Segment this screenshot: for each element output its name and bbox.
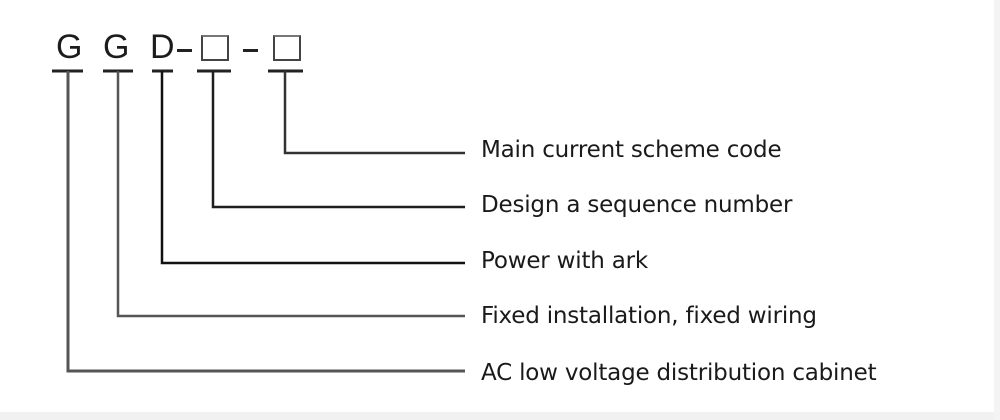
label-ac-low-voltage-cabinet: AC low voltage distribution cabinet	[481, 360, 877, 386]
code-separator-dash-2	[243, 49, 258, 52]
leader-seg3	[160, 71, 465, 265]
leader-seg4	[211, 71, 465, 209]
code-letter-g2: G	[103, 28, 130, 66]
bottom-edge-band	[0, 412, 1000, 420]
label-main-current-scheme-code: Main current scheme code	[481, 137, 782, 163]
code-letter-g1: G	[56, 28, 83, 66]
leader-seg1	[66, 71, 465, 373]
code-separator-dash-1	[177, 49, 192, 52]
label-power-with-ark: Power with ark	[481, 248, 649, 274]
label-fixed-installation: Fixed installation, fixed wiring	[481, 303, 817, 329]
code-placeholder-box-2	[273, 35, 301, 61]
leader-seg2	[116, 71, 465, 318]
code-placeholder-box-1	[201, 35, 229, 61]
code-letter-d: D	[150, 28, 175, 66]
leader-seg5	[283, 71, 465, 155]
label-design-sequence-number: Design a sequence number	[481, 192, 793, 218]
right-edge-band	[994, 0, 1000, 420]
